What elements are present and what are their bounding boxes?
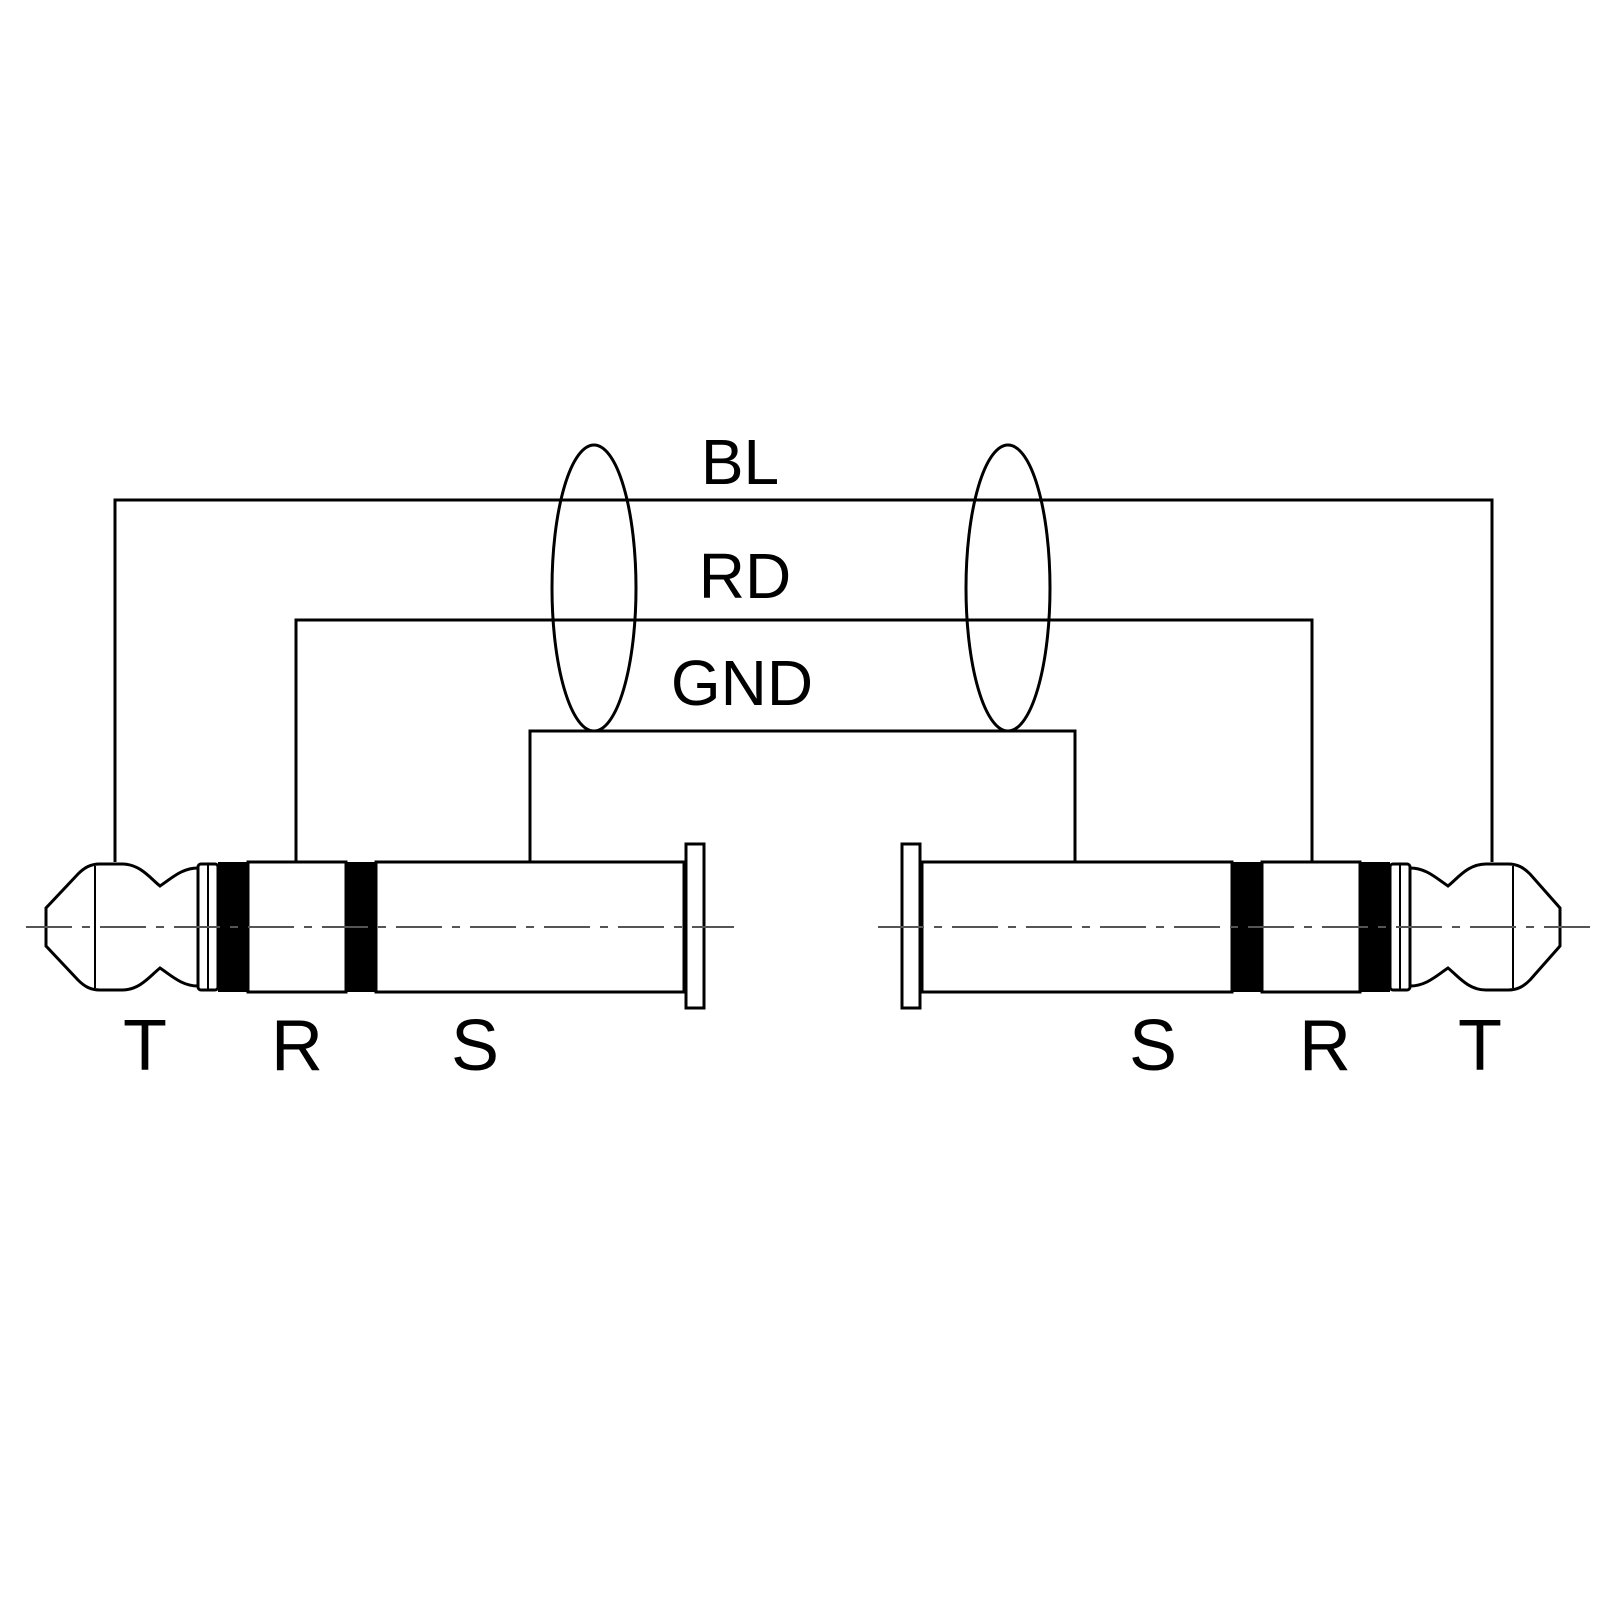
left-label-tip: T	[123, 1006, 167, 1086]
right-label-tip: T	[1458, 1006, 1502, 1086]
wire-bl	[113, 498, 1494, 862]
shield-right-ellipse	[964, 443, 1052, 733]
wire-label-gnd: GND	[671, 647, 813, 719]
wire-label-bl: BL	[701, 426, 779, 498]
right-label-sleeve: S	[1129, 1006, 1177, 1086]
wire-label-rd: RD	[699, 540, 791, 612]
left-label-sleeve: S	[451, 1006, 499, 1086]
right-label-ring: R	[1299, 1006, 1351, 1086]
wire-gnd	[528, 729, 1077, 862]
shield-left-ellipse	[550, 443, 638, 733]
left-label-ring: R	[271, 1006, 323, 1086]
left-plug-sleeve	[374, 860, 686, 994]
wire-rd	[294, 618, 1314, 862]
